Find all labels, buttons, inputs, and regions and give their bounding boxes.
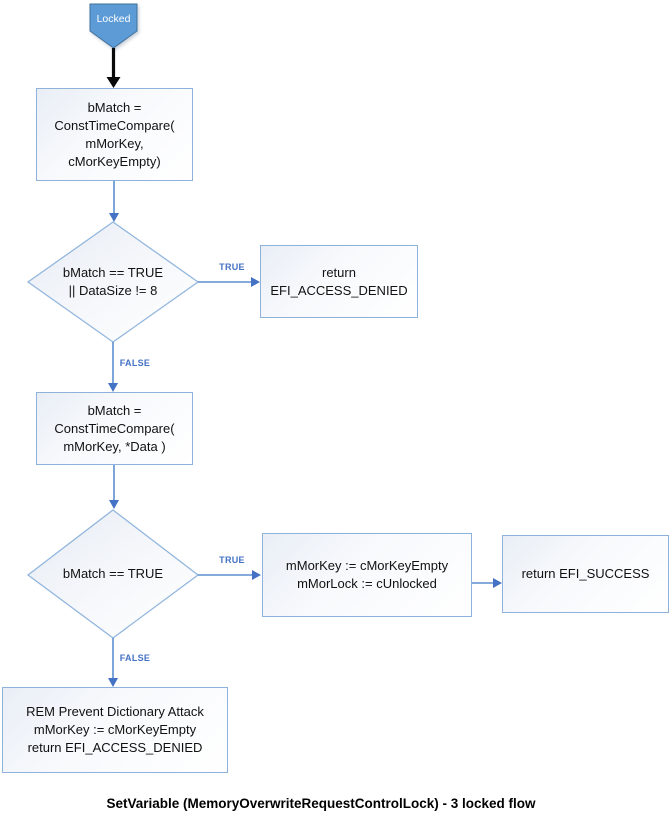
diagram-caption: SetVariable (MemoryOverwriteRequestContr… (106, 796, 536, 811)
connector-to-decision-1 (109, 181, 119, 222)
start-arrow (106, 48, 121, 88)
arrowhead-down-icon (109, 500, 119, 509)
process-box-unlock: mMorKey := cMorKeyEmpty mMorLock := cUnl… (262, 533, 472, 617)
start-arrowhead-icon (106, 77, 121, 88)
arrowhead-right-icon (493, 578, 502, 588)
connector-true-1 (198, 277, 260, 287)
arrowhead-right-icon (251, 277, 260, 287)
arrowhead-down-icon (108, 383, 118, 392)
edge-label-false-2: FALSE (119, 653, 151, 663)
edge-label-false-1: FALSE (119, 358, 151, 368)
process-box-success: return EFI_SUCCESS (502, 535, 669, 613)
process-box-compare-data: bMatch = ConstTimeCompare( mMorKey, *Dat… (36, 392, 193, 465)
decision-diamond-1 (26, 221, 200, 343)
arrowhead-down-icon (109, 213, 119, 222)
process-box-dictionary-attack: REM Prevent Dictionary Attack mMorKey :=… (2, 687, 228, 773)
connector-false-2 (108, 638, 118, 687)
connector-to-decision-2 (109, 465, 119, 509)
arrowhead-right-icon (252, 570, 261, 580)
process-box-compare-empty: bMatch = ConstTimeCompare( mMorKey, cMor… (36, 88, 193, 181)
arrowhead-down-icon (108, 678, 118, 687)
decision-diamond-2 (26, 509, 200, 639)
edge-label-true-1: TRUE (219, 262, 245, 272)
edge-label-true-2: TRUE (219, 555, 245, 565)
connector-unlock-to-success (472, 578, 502, 588)
start-node-label: Locked (96, 12, 131, 25)
start-pentagon-shape (89, 3, 138, 49)
connector-false-1 (108, 342, 118, 392)
connector-true-2 (198, 570, 261, 580)
process-box-access-denied: return EFI_ACCESS_DENIED (260, 245, 418, 318)
